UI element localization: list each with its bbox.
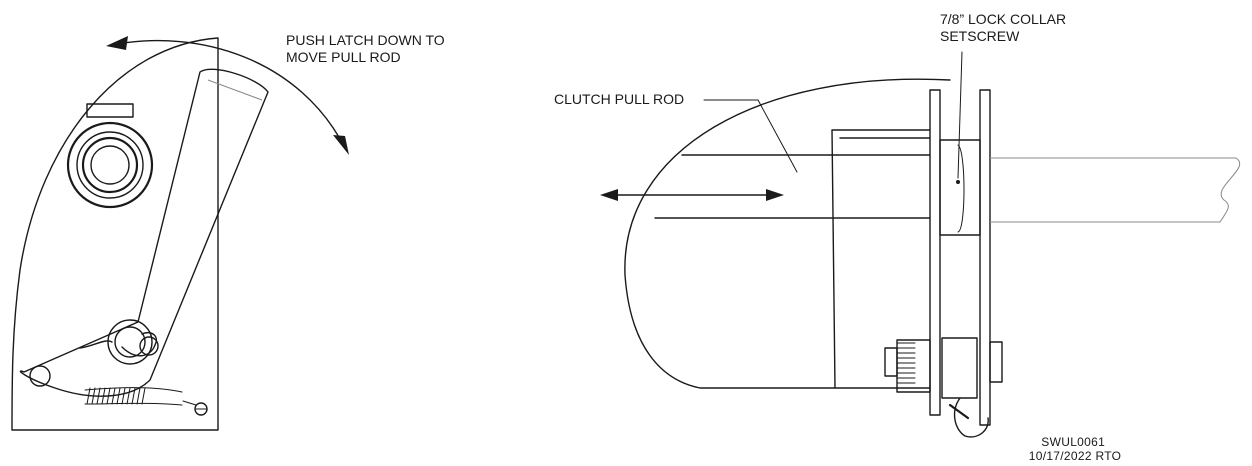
rear-plate — [979, 89, 991, 426]
push-latch-label: PUSH LATCH DOWN TO MOVE PULL ROD — [286, 32, 449, 65]
drawing-id: SWUL0061 10/17/2022 RTO — [1029, 435, 1122, 463]
latch-housing-outline — [11, 37, 219, 431]
spring-anchor-screw — [182, 400, 208, 416]
clutch-pull-rod-label: CLUTCH PULL ROD — [554, 91, 684, 107]
bushing — [66, 121, 154, 209]
front-plate — [929, 89, 941, 416]
bottom-fitting — [884, 337, 1003, 438]
mount-bracket — [831, 129, 931, 389]
rod-travel-arrow — [600, 189, 784, 201]
lock-collar-leader — [957, 51, 963, 179]
lock-collar — [939, 139, 981, 236]
push-direction-arrow — [106, 36, 349, 155]
rod-extension — [990, 157, 1241, 223]
return-spring — [84, 387, 183, 406]
top-marker-slot — [86, 103, 134, 118]
pull-rod-side-view: CLUTCH PULL ROD 7/8” LOCK COLLAR SETSCRE… — [554, 11, 1241, 463]
pivot-hole — [29, 365, 51, 387]
clutch-rod-leader — [703, 99, 798, 173]
latch-pin — [79, 319, 159, 365]
latch-side-view: PUSH LATCH DOWN TO MOVE PULL ROD — [11, 32, 449, 431]
clutch-pull-rod — [654, 154, 931, 219]
lock-collar-label: 7/8” LOCK COLLAR SETSCREW — [940, 11, 1070, 44]
rod-housing-outline — [624, 78, 951, 389]
